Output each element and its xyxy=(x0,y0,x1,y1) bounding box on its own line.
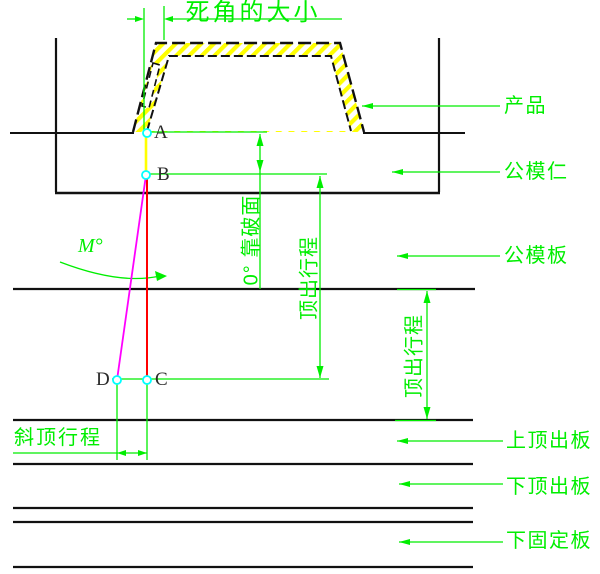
label-core-insert: 公模仁 xyxy=(504,161,569,183)
product-hatch-band xyxy=(133,43,364,132)
shutoff-arrow-down xyxy=(256,160,264,172)
point-c-label: C xyxy=(155,369,168,390)
ejection-right-arrow-up xyxy=(423,291,431,303)
product-inner-outline xyxy=(146,55,352,132)
shutoff-dim-text: 0° 靠破面 xyxy=(240,194,263,286)
arrowheads xyxy=(117,16,431,545)
lifter-angle-label: M° xyxy=(78,235,103,257)
leader-arrow-product xyxy=(362,103,373,109)
label-bottom-clamp-plate: 下固定板 xyxy=(506,530,592,552)
ejection-inner-arrow-up xyxy=(316,176,324,188)
point-a-marker xyxy=(142,128,152,138)
leader-arrow-upper-ejector xyxy=(397,438,408,444)
ejection-stroke-inner-text: 顶出行程 xyxy=(298,236,321,320)
leader-arrow-core-plate xyxy=(397,253,408,259)
label-upper-ejector-plate: 上顶出板 xyxy=(506,430,592,452)
point-d-label: D xyxy=(96,369,110,390)
undercut-notch xyxy=(141,62,161,109)
lifter-arrow-right xyxy=(138,450,147,456)
ejection-right-arrow-down xyxy=(423,407,431,419)
point-c-marker xyxy=(142,375,152,385)
angle-arc xyxy=(59,261,161,280)
point-b-label: B xyxy=(157,164,170,185)
point-b-marker xyxy=(141,170,151,180)
dead-angle-dimension-label: 死角的大小 xyxy=(185,0,321,26)
dead-angle-arrow-left xyxy=(135,16,144,22)
shutoff-arrow-up xyxy=(256,134,264,146)
label-lower-ejector-plate: 下顶出板 xyxy=(506,476,592,498)
lifter-stroke-label: 斜顶行程 xyxy=(14,427,102,449)
label-core-plate: 公模板 xyxy=(504,245,569,267)
lifter-arrow-left xyxy=(117,450,126,456)
angle-arc-arrow xyxy=(155,271,167,281)
annotations xyxy=(13,6,503,543)
point-markers xyxy=(112,128,152,385)
product-section xyxy=(131,41,366,133)
ejection-stroke-right-text: 顶出行程 xyxy=(403,314,426,398)
leader-arrow-core-insert xyxy=(392,169,403,175)
label-product: 产品 xyxy=(504,95,547,117)
mold-structure xyxy=(10,38,475,569)
point-d-marker xyxy=(112,375,122,385)
dead-angle-arrow-right xyxy=(164,16,173,22)
leader-arrow-bottom-clamp xyxy=(399,539,410,545)
point-a-label: A xyxy=(154,122,168,143)
ejection-inner-arrow-down xyxy=(316,366,324,378)
leader-arrow-lower-ejector xyxy=(399,481,410,487)
lifter-travel-line-bd xyxy=(116,174,147,381)
